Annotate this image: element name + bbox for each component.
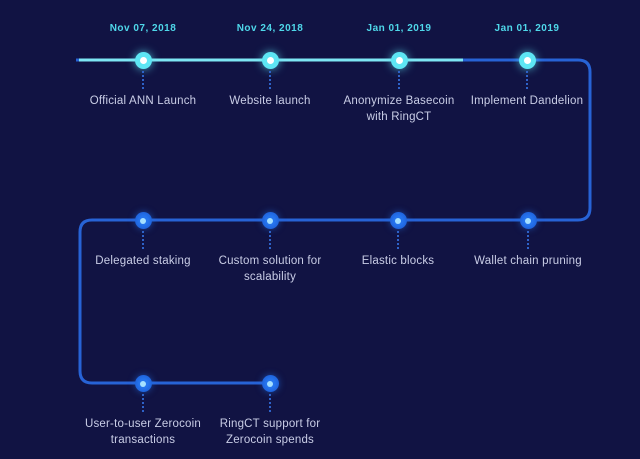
timeline-path-upcoming — [76, 58, 592, 385]
milestone-connector — [527, 231, 529, 249]
milestone-ringct-zerocoin-spends: RingCT support for Zerocoin spends — [185, 375, 355, 448]
dot-core — [267, 380, 273, 387]
milestone-dot-upcoming-icon — [134, 212, 152, 229]
milestone-dot-upcoming-icon — [519, 212, 537, 229]
milestone-label: Wallet chain pruning — [474, 255, 582, 267]
milestone-dot-completed-icon — [261, 52, 279, 69]
milestone-website-launch: Nov 24, 2018 Website launch — [185, 23, 355, 109]
milestone-wallet-chain-pruning: Wallet chain pruning — [443, 212, 613, 269]
milestone-dot-completed-icon — [134, 52, 152, 69]
milestone-label: Website launch — [229, 95, 311, 107]
milestone-date: Nov 07, 2018 — [109, 23, 177, 34]
dot-core — [139, 57, 147, 64]
milestone-dot-completed-icon — [390, 52, 408, 69]
milestone-connector — [142, 71, 144, 89]
milestone-date: Jan 01, 2019 — [494, 23, 560, 34]
milestone-label: Elastic blocks — [361, 255, 435, 267]
dot-core — [267, 217, 273, 224]
dot-core — [395, 217, 401, 224]
milestone-connector — [269, 231, 271, 249]
milestone-dot-upcoming-icon — [389, 212, 407, 229]
milestone-delegated-staking: Delegated staking — [58, 212, 228, 269]
dot-core — [523, 57, 531, 64]
milestone-dot-completed-icon — [518, 52, 536, 69]
milestone-anonymize-basecoin: Jan 01, 2019 Anonymize Basecoin with Rin… — [314, 23, 484, 125]
dot-core — [266, 57, 274, 64]
milestone-date: Jan 01, 2019 — [366, 23, 432, 34]
milestone-date: Nov 24, 2018 — [236, 23, 304, 34]
dot-core — [525, 217, 531, 224]
milestone-dot-upcoming-icon — [261, 212, 279, 229]
milestone-custom-solution-scalability: Custom solution for scalability — [185, 212, 355, 285]
dot-core — [140, 380, 146, 387]
milestone-implement-dandelion: Jan 01, 2019 Implement Dandelion — [442, 23, 612, 109]
milestone-connector — [142, 394, 144, 412]
milestone-label: Implement Dandelion — [470, 95, 584, 107]
milestone-label: Delegated staking — [95, 255, 191, 267]
milestone-connector — [269, 394, 271, 412]
dot-core — [140, 217, 146, 224]
milestone-label: Official ANN Launch — [89, 95, 197, 107]
milestone-official-ann-launch: Nov 07, 2018 Official ANN Launch — [58, 23, 228, 109]
milestone-elastic-blocks: Elastic blocks — [313, 212, 483, 269]
milestone-connector — [142, 231, 144, 249]
milestone-label: RingCT support for Zerocoin spends — [219, 418, 321, 446]
dot-core — [395, 57, 403, 64]
milestone-dot-upcoming-icon — [134, 375, 152, 392]
milestone-connector — [398, 71, 400, 89]
milestone-user-to-user-zerocoin: User-to-user Zerocoin transactions — [58, 375, 228, 448]
milestone-label: Anonymize Basecoin with RingCT — [343, 95, 455, 123]
milestone-connector — [397, 231, 399, 249]
milestone-connector — [526, 71, 528, 89]
milestone-label: Custom solution for scalability — [218, 255, 322, 283]
milestone-dot-upcoming-icon — [261, 375, 279, 392]
milestone-label: User-to-user Zerocoin transactions — [84, 418, 202, 446]
milestone-connector — [269, 71, 271, 89]
